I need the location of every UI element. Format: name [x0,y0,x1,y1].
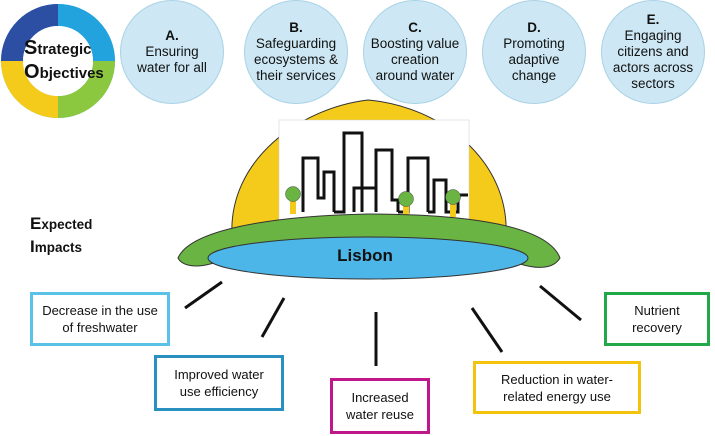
impacts-rest: mpacts [34,240,83,255]
city-skyline [301,131,468,214]
objective-letter: E. [646,12,660,27]
objective-text: Promoting adaptive change [503,36,565,83]
objectives-initial: O [24,61,40,83]
objective-letter: C. [408,20,422,35]
objective-letter: D. [527,20,541,35]
impact-freshwater: Decrease in the use of freshwater [30,292,170,346]
objective-letter: A. [165,28,179,43]
objective-a: A. Ensuring water for all [120,0,224,104]
impact-text: Increased water reuse [346,390,414,422]
tree-left [285,186,301,214]
impact-text: Nutrient recovery [632,303,682,335]
strategic-objectives-label: Strategic Objectives [24,37,114,85]
strategic-initial: S [24,37,38,59]
objective-text: Engaging citizens and actors across sect… [612,28,694,91]
city-panel [278,119,470,229]
objective-b: B. Safeguarding ecosystems & their servi… [244,0,348,104]
connector-nutrient [539,284,582,322]
connector-freshwater [184,280,223,310]
objective-text: Safeguarding ecosystems & their services [253,36,339,83]
impact-text: Reduction in water-related energy use [501,371,613,404]
expected-impacts-label: Expected Impacts [30,213,92,259]
connector-efficiency [260,297,286,338]
objective-text: Ensuring water for all [137,44,207,75]
objective-d: D. Promoting adaptive change [482,0,586,104]
objective-c: C. Boosting value creation around water [363,0,467,104]
impact-text: Improved water use efficiency [174,367,264,399]
lisbon-lake [207,236,529,280]
strategic-rest: trategic [37,41,92,58]
strategic-objectives-ring [1,4,115,118]
expected-initial: E [30,214,42,233]
impact-energy: Reduction in water-related energy use [473,361,641,414]
objectives-rest: bjectives [39,65,104,82]
objective-text: Boosting value creation around water [370,36,460,83]
impact-nutrient: Nutrient recovery [604,292,710,346]
impact-efficiency: Improved water use efficiency [154,355,284,411]
objective-e: E. Engaging citizens and actors across s… [601,0,705,104]
tree-middle [398,191,414,219]
connector-energy [470,307,504,353]
tree-right [445,189,461,217]
impact-text: Decrease in the use of freshwater [42,303,158,335]
expected-rest: xpected [41,217,93,232]
objective-letter: B. [289,20,303,35]
impacts-initial: I [30,237,35,256]
city-label: Lisbon [337,246,393,265]
impact-connectors [184,280,582,366]
impact-reuse: Increased water reuse [330,378,430,434]
